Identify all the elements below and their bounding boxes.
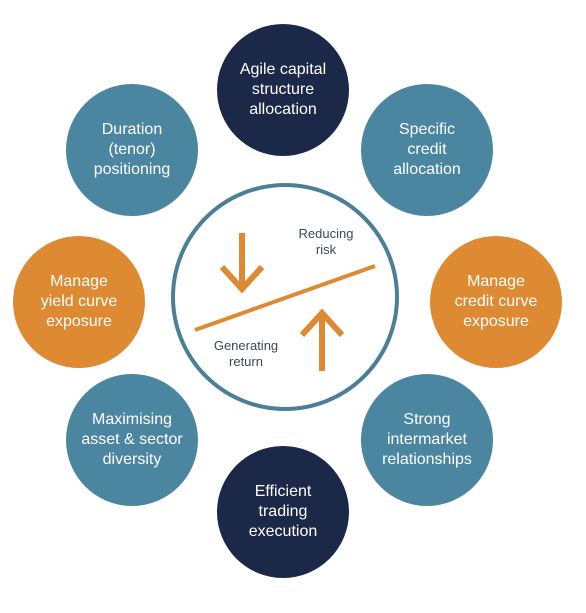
efficient-trading-execution-bubble: Efficient trading execution xyxy=(217,446,349,578)
duration-tenor-positioning-bubble: Duration (tenor) positioning xyxy=(66,84,198,216)
bubble-label: Duration (tenor) positioning xyxy=(93,121,171,178)
maximising-asset-sector-diversity-bubble: Maximising asset & sector diversity xyxy=(66,374,198,506)
bubble-label: Strong intermarket relationships xyxy=(382,411,472,468)
up-arrow-icon xyxy=(299,308,345,371)
down-arrow-icon xyxy=(219,233,265,294)
bubble-label: Maximising asset & sector diversity xyxy=(81,411,183,468)
balance-graphic xyxy=(194,233,376,371)
bubble-label: Efficient trading execution xyxy=(248,483,318,540)
manage-credit-curve-exposure-bubble: Manage credit curve exposure xyxy=(430,236,562,368)
bubble-label: Manage credit curve exposure xyxy=(454,273,538,330)
generating-return-label: Generating return xyxy=(213,338,279,369)
specific-credit-allocation-bubble: Specific credit allocation xyxy=(361,84,493,216)
manage-yield-curve-exposure-bubble: Manage yield curve exposure xyxy=(13,236,145,368)
strong-intermarket-relationships-bubble: Strong intermarket relationships xyxy=(361,374,493,506)
bubble-label: Specific credit allocation xyxy=(393,121,461,178)
agile-capital-structure-allocation-bubble: Agile capital structure allocation xyxy=(217,24,349,156)
bubble-label: Agile capital structure allocation xyxy=(239,61,327,118)
reducing-risk-label: Reducing risk xyxy=(298,226,354,257)
balance-line xyxy=(194,264,376,332)
bubble-label: Manage yield curve exposure xyxy=(40,273,118,330)
